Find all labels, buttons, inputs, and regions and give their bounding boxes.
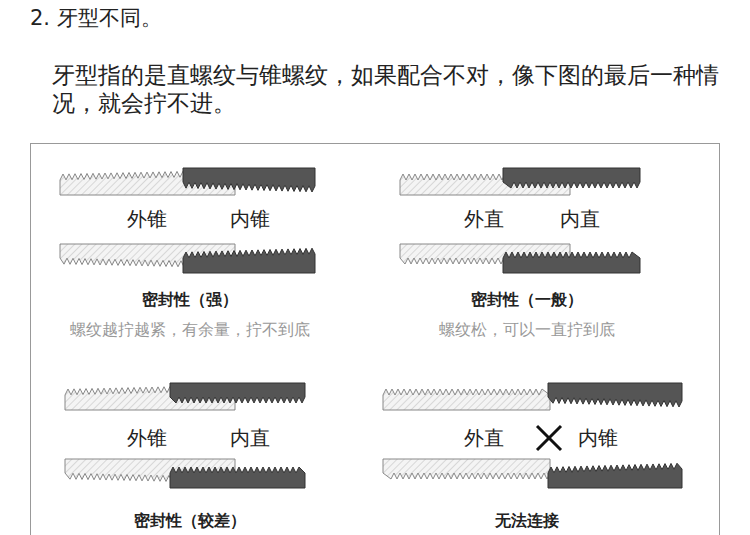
internal-thread [503, 168, 640, 188]
thread-drawings [60, 168, 682, 488]
internal-thread [548, 463, 682, 488]
panel-border [31, 144, 720, 535]
internal-thread [170, 467, 305, 488]
caption: 密封性（一般） [471, 290, 583, 309]
part-name: 内锥 [230, 207, 270, 231]
internal-thread [503, 252, 640, 273]
caption: 无法连接 [495, 511, 559, 530]
part-name: 外直 [464, 207, 504, 231]
caption: 密封性（强） [142, 290, 238, 309]
external-thread [383, 459, 550, 479]
internal-thread [170, 383, 305, 403]
part-name: 外锥 [127, 426, 167, 450]
external-thread [383, 389, 550, 410]
part-name: 外锥 [127, 207, 167, 231]
part-name: 内直 [560, 207, 600, 231]
cross-mark [537, 426, 561, 450]
internal-thread [183, 168, 315, 192]
paragraph: 牙型指的是直螺纹与锥螺纹，如果配合不对，像下图的最后一种情况，就会拧不进。 [52, 61, 728, 117]
heading: 2. 牙型不同。 [30, 6, 162, 31]
part-name: 外直 [464, 426, 504, 450]
note: 螺纹松，可以一直拧到底 [439, 320, 615, 339]
caption: 密封性（较差） [134, 511, 246, 530]
note: 螺纹越拧越紧，有余量，拧不到底 [70, 320, 310, 339]
part-name: 内直 [230, 426, 270, 450]
part-name: 内锥 [578, 426, 618, 450]
internal-thread [183, 248, 315, 273]
internal-thread [548, 383, 682, 407]
